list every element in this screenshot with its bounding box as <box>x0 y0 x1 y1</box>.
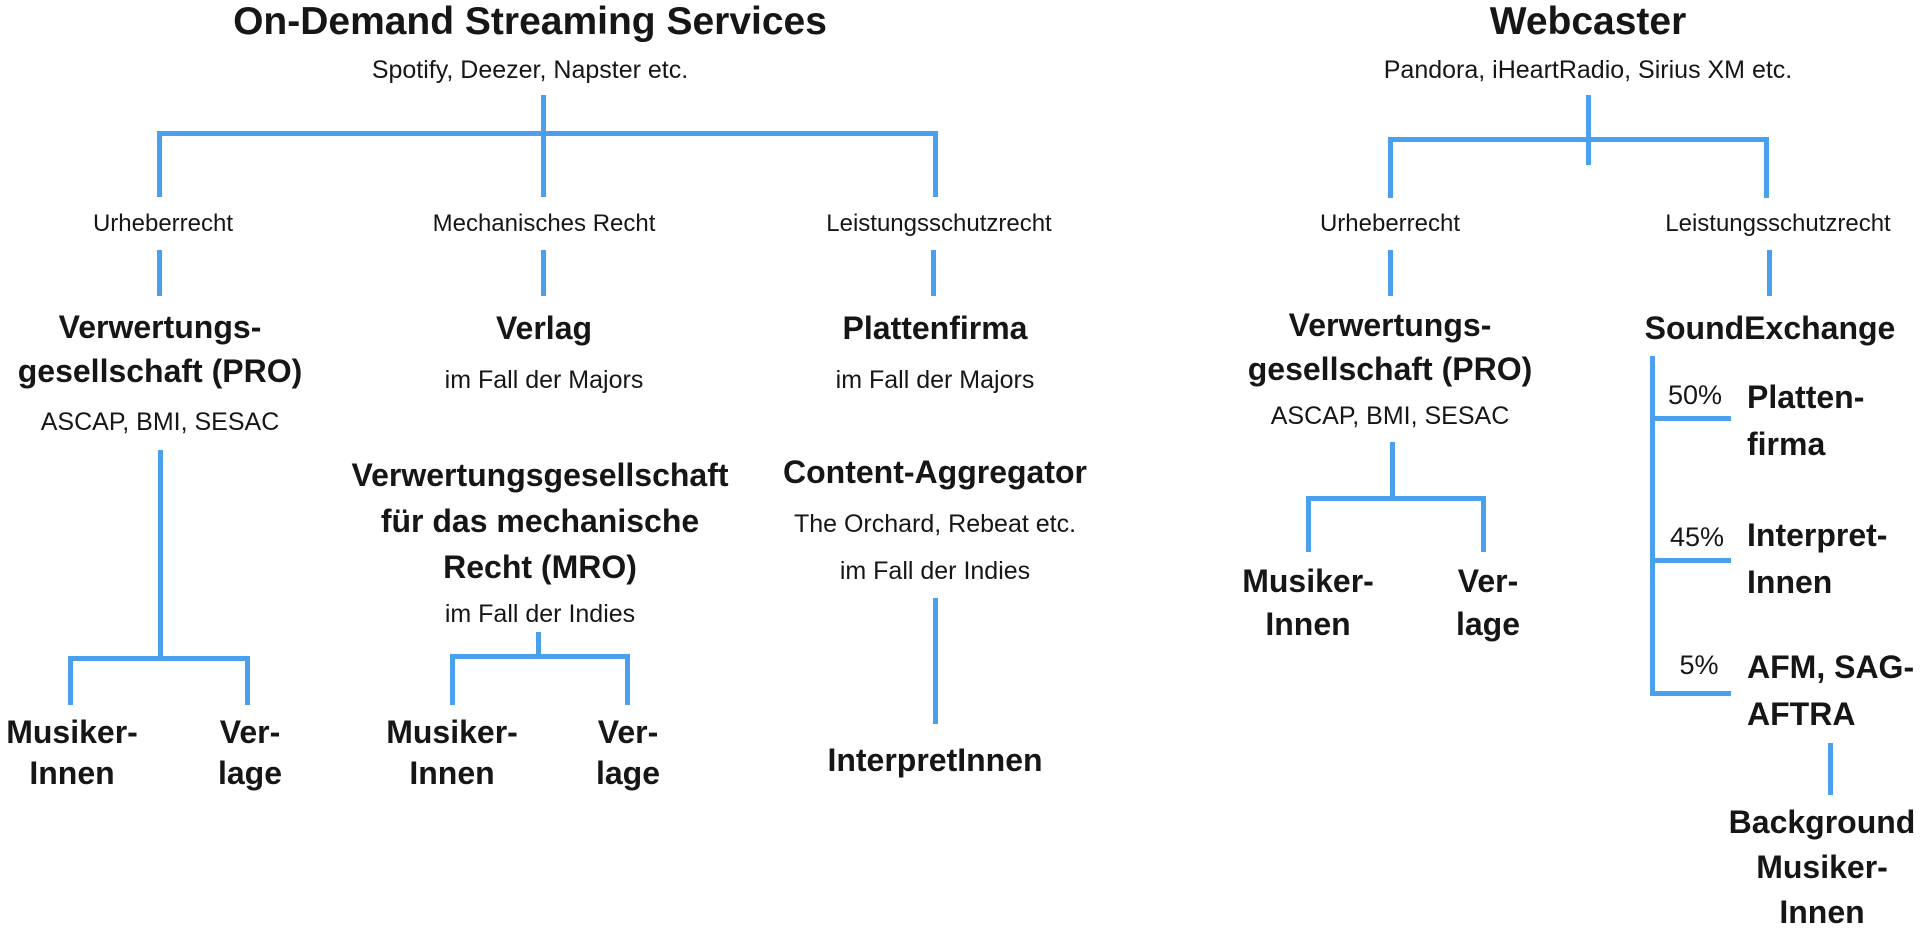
connector-ods-crossbar <box>159 131 938 136</box>
webcaster-subtitle: Pandora, iHeartRadio, Sirius XM etc. <box>1383 56 1793 84</box>
connector-web-root-vertical <box>1586 95 1591 165</box>
connector-leistung-down <box>931 250 936 296</box>
connector-se-tick-5 <box>1650 691 1731 696</box>
leaf-musikerinnen-3: Musiker- Innen <box>1242 563 1374 642</box>
connector-pro-left-down <box>158 450 163 660</box>
leaf-musikerinnen-2: Musiker- Innen <box>386 714 518 791</box>
note-plattenfirma-majors: im Fall der Majors <box>835 366 1035 394</box>
leaf-verlage-3: Ver- lage <box>1455 563 1521 642</box>
connector-web-urheberrecht-down <box>1388 250 1393 296</box>
branch-label-urheberrecht-left: Urheberrecht <box>92 210 234 237</box>
branch-label-mechanisches-recht: Mechanisches Recht <box>432 210 656 237</box>
connector-web-crossbar <box>1390 137 1769 142</box>
se-split-percent-50: 50% <box>1667 380 1723 410</box>
node-interpretinnen: InterpretInnen <box>827 742 1043 778</box>
connector-ods-stub-left <box>157 131 162 197</box>
webcaster-title: Webcaster <box>1489 0 1687 43</box>
leaf-musikerinnen-1: Musiker- Innen <box>6 714 138 791</box>
note-pro-left: ASCAP, BMI, SESAC <box>40 408 280 436</box>
connector-pro-right-down <box>1390 442 1395 500</box>
connector-aftra-down <box>1828 743 1833 795</box>
node-mro: Verwertungsgesellschaft für das mechanis… <box>351 457 729 585</box>
connector-web-stub-left <box>1388 137 1393 198</box>
connector-mro-fork-l <box>450 654 455 705</box>
connector-aggregator-down <box>933 598 938 724</box>
note-aggregator-examples: The Orchard, Rebeat etc. <box>793 510 1077 538</box>
note-pro-right: ASCAP, BMI, SESAC <box>1270 402 1510 430</box>
se-split-label-plattenfirma: Platten- firma <box>1747 379 1865 462</box>
connector-pro-right-fork <box>1306 496 1486 501</box>
leaf-verlage-1: Ver- lage <box>217 714 283 791</box>
connector-se-tick-45 <box>1650 558 1731 563</box>
connector-pro-left-fork-r <box>245 656 250 705</box>
se-split-percent-45: 45% <box>1669 522 1725 552</box>
node-verlag: Verlag <box>495 310 593 346</box>
branch-label-leistungsschutzrecht-right: Leistungsschutzrecht <box>1665 210 1891 237</box>
connector-pro-left-fork-l <box>68 656 73 705</box>
connector-se-bracket <box>1650 356 1655 696</box>
node-content-aggregator: Content-Aggregator <box>783 454 1087 490</box>
ods-title: On-Demand Streaming Services <box>233 0 827 43</box>
connector-pro-left-fork <box>68 656 250 661</box>
connector-pro-right-fork-l <box>1306 496 1311 552</box>
node-pro-left: Verwertungs- gesellschaft (PRO) <box>17 309 303 389</box>
branch-label-urheberrecht-right: Urheberrecht <box>1319 210 1461 237</box>
se-split-label-interpretinnen: Interpret- Innen <box>1747 517 1888 600</box>
connector-ods-root-vertical <box>541 95 546 197</box>
connector-mro-down <box>536 632 541 658</box>
se-split-percent-5: 5% <box>1679 650 1719 680</box>
node-plattenfirma: Plattenfirma <box>842 310 1028 346</box>
note-verlag-majors: im Fall der Majors <box>444 366 644 394</box>
node-soundexchange: SoundExchange <box>1644 310 1896 346</box>
note-aggregator-indies: im Fall der Indies <box>839 557 1031 585</box>
connector-urheberrecht-down <box>157 250 162 296</box>
connector-se-tick-50 <box>1650 416 1731 421</box>
connector-ods-stub-right <box>933 131 938 197</box>
node-pro-right: Verwertungs- gesellschaft (PRO) <box>1247 307 1533 387</box>
connector-mechrecht-down <box>541 250 546 296</box>
leaf-verlage-2: Ver- lage <box>595 714 661 791</box>
node-background-musikerinnen: Background Musiker- Innen <box>1728 804 1916 930</box>
connector-web-stub-right <box>1764 137 1769 198</box>
note-mro-indies: im Fall der Indies <box>444 600 636 628</box>
connector-mro-fork-r <box>625 654 630 705</box>
ods-subtitle: Spotify, Deezer, Napster etc. <box>371 56 689 84</box>
connector-mro-fork <box>450 654 630 659</box>
connector-web-leistung-down <box>1767 250 1772 296</box>
branch-label-leistungsschutzrecht-left: Leistungsschutzrecht <box>826 210 1052 237</box>
se-split-label-afm-sag-aftra: AFM, SAG- AFTRA <box>1747 649 1915 732</box>
connector-pro-right-fork-r <box>1481 496 1486 552</box>
